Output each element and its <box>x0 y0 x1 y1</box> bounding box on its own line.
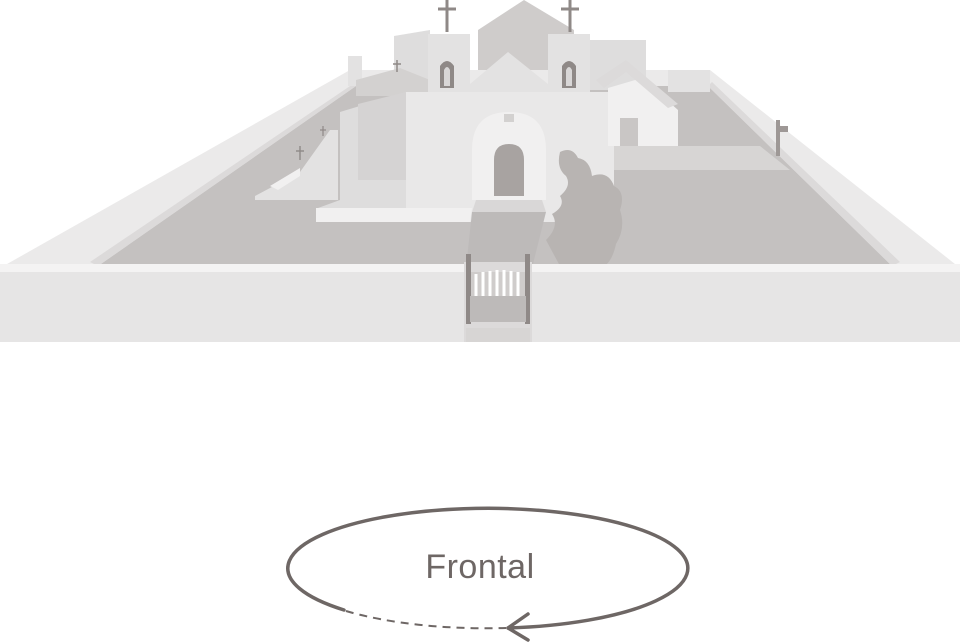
view-orbit-arrow-icon <box>506 612 530 642</box>
right-courtyard-block <box>614 146 790 170</box>
bell-tower-right <box>548 0 590 92</box>
front-gate <box>464 254 532 342</box>
compound-illustration <box>0 0 960 342</box>
view-orbit-ring <box>286 506 690 630</box>
view-selector[interactable]: Frontal <box>286 506 690 642</box>
church-front-base <box>316 208 472 222</box>
arch-keystone <box>504 114 514 122</box>
church-steps <box>472 200 546 212</box>
grave-cross-3 <box>320 126 326 136</box>
wall-post <box>776 120 788 156</box>
front-path <box>466 212 546 268</box>
church-gable <box>470 52 548 92</box>
right-wall-inner-face <box>708 82 900 266</box>
view-orbit-dashed-segment <box>345 610 507 630</box>
bell-tower-left <box>428 0 470 92</box>
right-house-roof <box>596 60 678 108</box>
church-door <box>494 144 524 196</box>
left-annex-roof <box>356 68 430 96</box>
back-wall-block-right <box>668 70 710 92</box>
view-label[interactable]: Frontal <box>425 548 534 586</box>
back-wall-block-left <box>348 56 362 86</box>
right-house-door <box>620 118 638 146</box>
tomb-steps <box>270 168 300 190</box>
church-side-left-shade <box>358 92 406 180</box>
tomb-row-left <box>255 130 338 200</box>
grave-cross-1 <box>393 60 401 72</box>
left-wall-inner-face <box>90 82 356 266</box>
grave-cross-2 <box>296 146 304 160</box>
shrub <box>546 150 623 266</box>
